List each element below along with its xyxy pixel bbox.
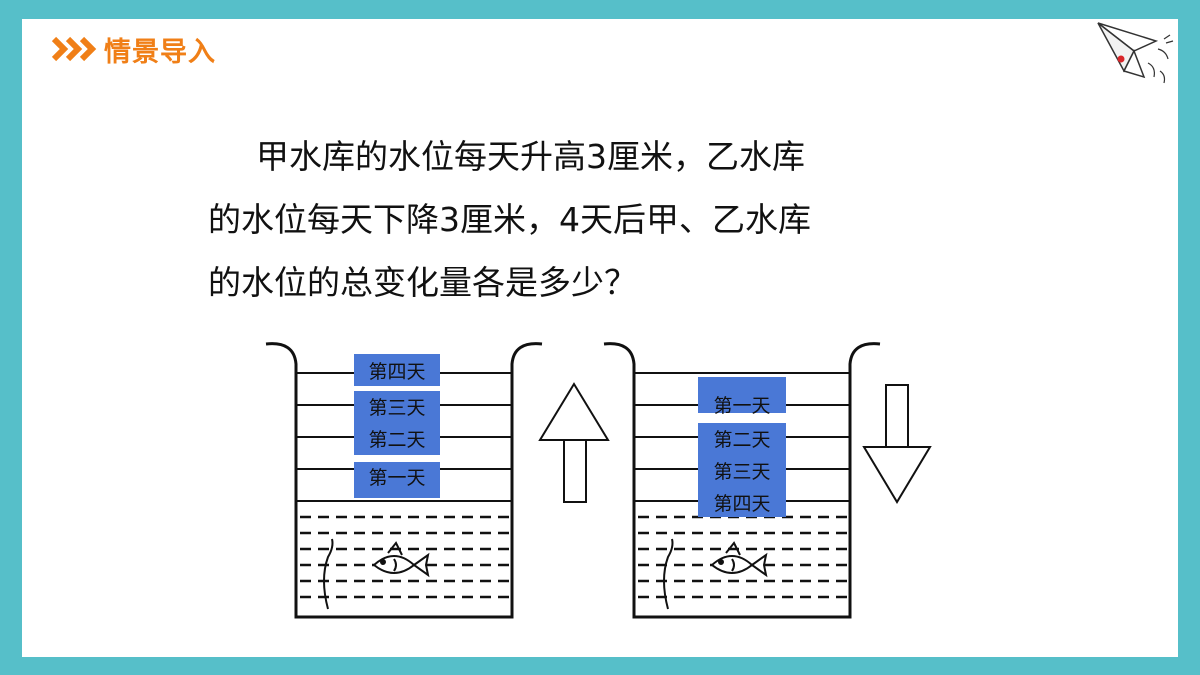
section-title: 情景导入 [104,36,216,68]
up-arrow-icon [538,382,610,503]
fish-icon [710,541,768,578]
day-label: 第三天 [368,397,425,419]
reservoir-a: 第四天 第三天 第二天 第一天 [265,342,543,619]
question-line-3: 的水位的总变化量各是多少？ [208,263,637,302]
down-arrow-icon [862,384,932,504]
day-label: 第一天 [713,395,770,417]
day-label: 第三天 [713,461,770,483]
header: 情景导入 [50,29,216,69]
day-label: 第四天 [713,493,770,515]
triple-chevron-right-icon [51,36,97,62]
day-label: 第二天 [713,429,770,451]
day-label: 第二天 [368,429,425,451]
question-line-1: 甲水库的水位每天升高3厘米，乙水库 [256,137,805,176]
slide: 情景导入 甲水库的水位每天升高3厘米，乙水库 的水位每天下降3厘米，4天后甲、乙… [22,19,1178,657]
fish-icon [372,541,430,578]
seaweed-icon [663,538,674,610]
paper-plane-icon [1097,22,1174,84]
question-text: 甲水库的水位每天升高3厘米，乙水库 的水位每天下降3厘米，4天后甲、乙水库 的水… [208,125,888,314]
reservoir-b: 第一天 第二天 第三天 第四天 [603,342,881,619]
day-label: 第四天 [368,361,425,383]
question-line-2: 的水位每天下降3厘米，4天后甲、乙水库 [208,200,811,239]
day-label: 第一天 [368,467,425,489]
reservoir-diagram: 第四天 第三天 第二天 第一天 [265,342,932,619]
seaweed-icon [323,538,334,610]
